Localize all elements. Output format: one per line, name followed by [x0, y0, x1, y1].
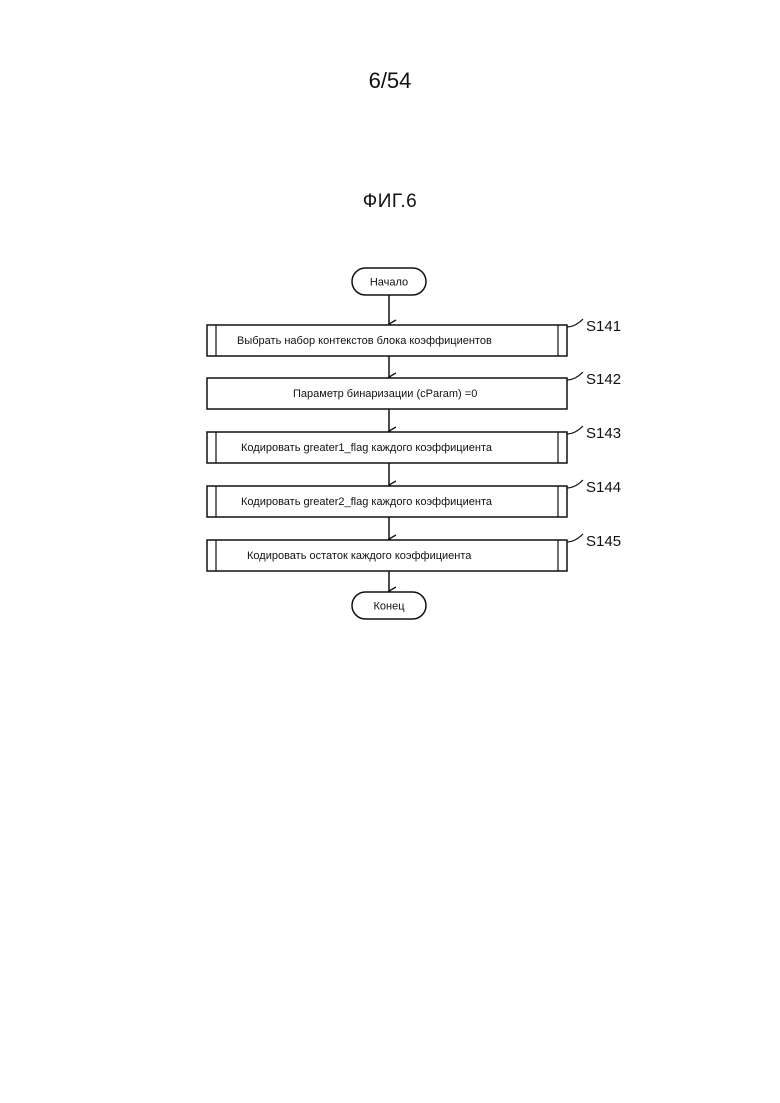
step-text: Кодировать greater1_flag каждого коэффиц… [241, 442, 493, 454]
step-s142: Параметр бинаризации (cParam) =0 S142 [207, 371, 621, 409]
step-text: Кодировать greater2_flag каждого коэффиц… [241, 496, 493, 508]
step-leader-line [567, 480, 583, 488]
step-text: Выбрать набор контекстов блока коэффицие… [237, 335, 492, 347]
step-leader-line [567, 319, 583, 327]
step-s143: Кодировать greater1_flag каждого коэффиц… [207, 425, 621, 463]
step-id-label: S143 [586, 425, 621, 442]
step-s141: Выбрать набор контекстов блока коэффицие… [207, 318, 621, 356]
end-label: Конец [373, 601, 405, 613]
start-label: Начало [370, 277, 408, 289]
end-terminal: Конец [352, 592, 426, 619]
step-id-label: S141 [586, 318, 621, 335]
step-s144: Кодировать greater2_flag каждого коэффиц… [207, 479, 621, 517]
step-id-label: S145 [586, 533, 621, 550]
step-id-label: S144 [586, 479, 621, 496]
step-text: Параметр бинаризации (cParam) =0 [293, 388, 477, 400]
step-text: Кодировать остаток каждого коэффициента [247, 550, 472, 562]
step-leader-line [567, 426, 583, 434]
step-leader-line [567, 534, 583, 542]
start-terminal: Начало [352, 268, 426, 295]
step-id-label: S142 [586, 371, 621, 388]
step-leader-line [567, 372, 583, 380]
step-s145: Кодировать остаток каждого коэффициента … [207, 533, 621, 571]
